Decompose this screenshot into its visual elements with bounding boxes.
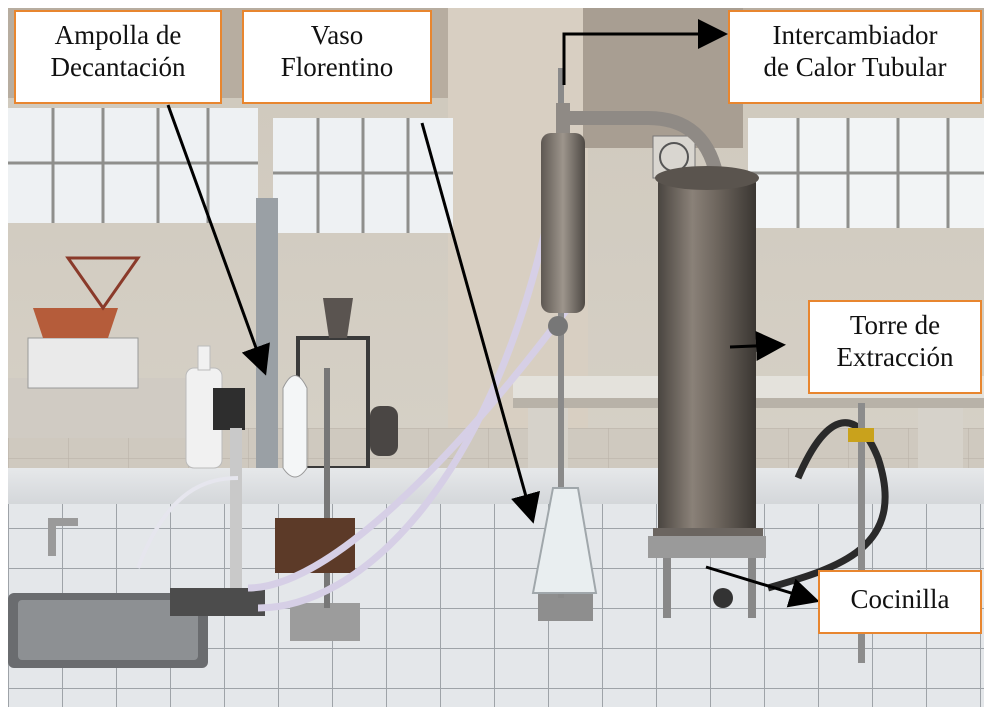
label-cocinilla: Cocinilla: [818, 570, 982, 634]
label-ampolla-de-decantacion: Ampolla de Decantación: [14, 10, 222, 104]
label-intercambiador-line1: Intercambiador: [772, 20, 938, 50]
label-vaso-line2: Florentino: [280, 51, 394, 82]
label-ampolla-line2: Decantación: [50, 51, 186, 82]
label-cocinilla-text: Cocinilla: [850, 584, 950, 614]
arrow-torre: [729, 330, 786, 361]
label-ampolla-line1: Ampolla de: [54, 20, 182, 50]
arrow-vaso: [420, 122, 541, 524]
label-vaso-florentino: Vaso Florentino: [242, 10, 432, 104]
label-torre-line2: Extracción: [836, 341, 954, 372]
label-intercambiador-de-calor-tubular: Intercambiador de Calor Tubular: [728, 10, 982, 104]
label-torre-de-extraccion: Torre de Extracción: [808, 300, 982, 394]
label-vaso-line1: Vaso: [310, 20, 364, 50]
arrow-intercambiador: [562, 19, 728, 85]
arrow-ampolla: [166, 104, 270, 376]
arrow-cocinilla: [705, 565, 820, 608]
label-torre-line1: Torre de: [849, 310, 941, 340]
label-intercambiador-line2: de Calor Tubular: [763, 51, 947, 82]
